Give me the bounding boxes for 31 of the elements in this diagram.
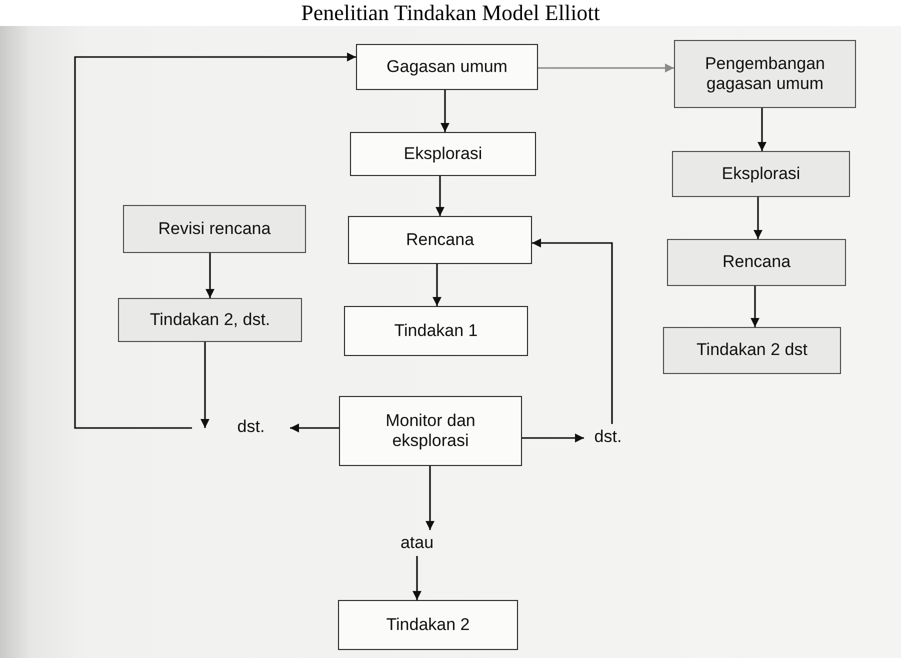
- arrow: [426, 466, 434, 530]
- arrow: [440, 90, 450, 132]
- flow-label: atau: [394, 530, 440, 556]
- arrow: [74, 52, 356, 429]
- arrow: [432, 264, 442, 306]
- process-box: Tindakan 1: [344, 306, 528, 356]
- process-box: Eksplorasi: [672, 151, 850, 197]
- arrow: [522, 434, 584, 442]
- process-box: Tindakan 2: [338, 600, 518, 650]
- process-box: Gagasan umum: [356, 44, 538, 90]
- arrow: [200, 342, 210, 428]
- arrow: [412, 556, 422, 600]
- process-box: Rencana: [348, 216, 532, 264]
- arrow: [754, 197, 762, 239]
- process-box: Pengembangan gagasan umum: [674, 40, 856, 108]
- arrow: [206, 253, 214, 298]
- flow-label: dst.: [588, 424, 628, 450]
- process-box: Monitor dan eksplorasi: [339, 396, 522, 466]
- process-box: Tindakan 2 dst: [663, 327, 841, 374]
- process-box: Rencana: [667, 239, 846, 286]
- arrow: [290, 424, 339, 432]
- process-box: Tindakan 2, dst.: [118, 298, 302, 342]
- process-box: Eksplorasi: [350, 132, 536, 176]
- flow-label: dst.: [230, 414, 272, 440]
- arrow: [436, 176, 444, 216]
- process-box: Revisi rencana: [123, 205, 306, 253]
- arrow: [532, 238, 613, 424]
- arrow: [750, 286, 760, 327]
- diagram-title: Penelitian Tindakan Model Elliott: [300, 0, 601, 26]
- arrow: [538, 64, 674, 72]
- arrow: [758, 108, 766, 151]
